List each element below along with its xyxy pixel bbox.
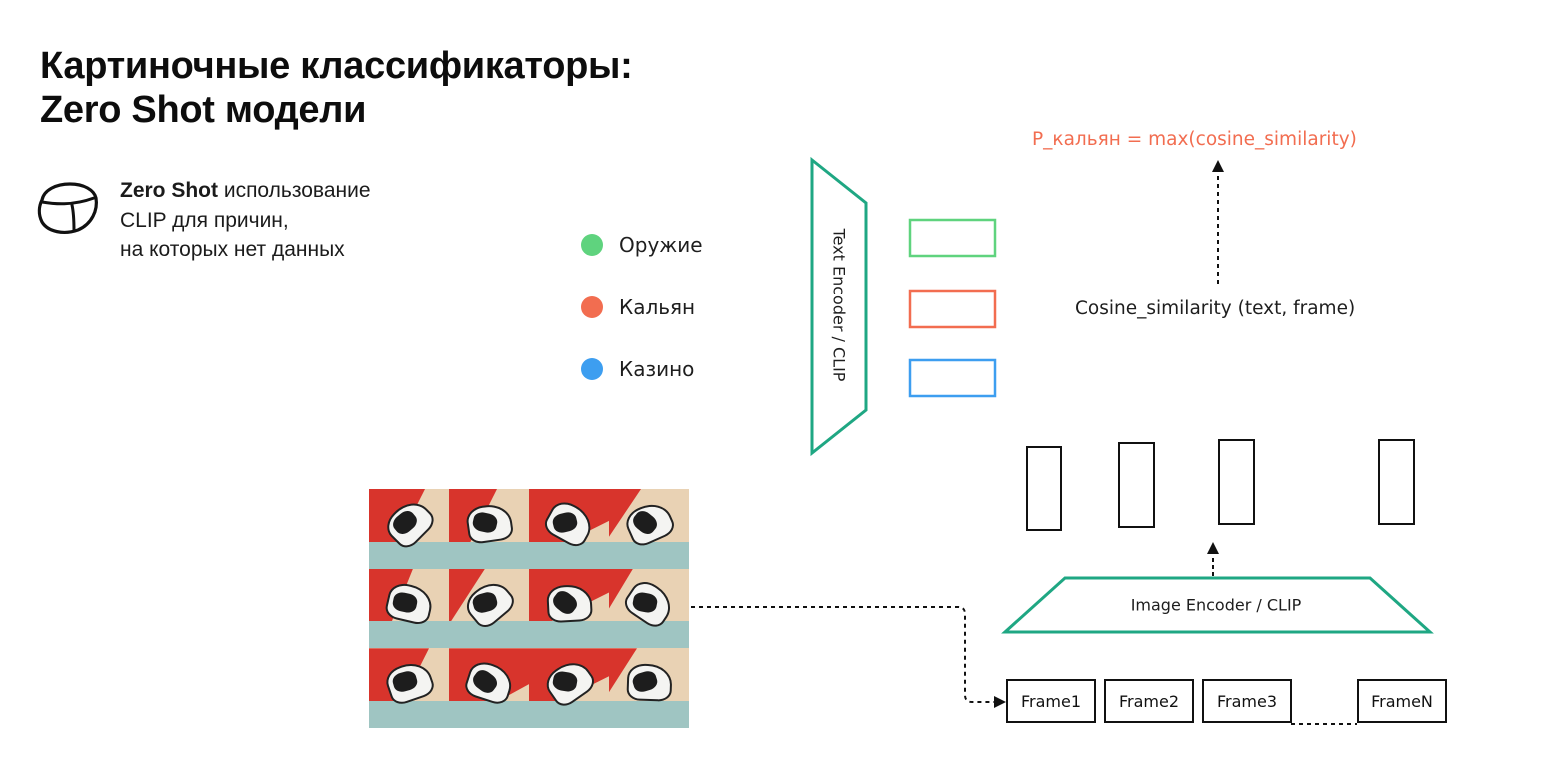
frame-box-2: Frame2 bbox=[1104, 679, 1194, 723]
description-line-3: на которых нет данных bbox=[120, 238, 345, 261]
video-frame-tile bbox=[529, 489, 609, 569]
image-encoder-shape bbox=[1001, 576, 1434, 634]
formula-text: P_кальян = max(cosine_similarity) bbox=[1032, 129, 1357, 150]
text-encoder-shape bbox=[810, 156, 868, 457]
text-embedding-hookah bbox=[908, 289, 997, 329]
description-bold: Zero Shot bbox=[120, 179, 218, 202]
cosine-similarity-label: Cosine_similarity (text, frame) bbox=[1075, 298, 1356, 319]
video-frame-tile bbox=[529, 568, 609, 649]
video-frames-grid bbox=[369, 489, 689, 728]
image-embedding-1 bbox=[1026, 446, 1062, 531]
text-embedding-casino bbox=[908, 358, 997, 398]
video-frame-tile bbox=[369, 648, 449, 728]
arrow-grid-to-frames bbox=[691, 606, 996, 703]
slide-title-line-2: Zero Shot модели bbox=[40, 89, 367, 131]
image-encoder-label-text: Image Encoder / CLIP bbox=[1130, 595, 1302, 615]
video-frame-tile bbox=[449, 648, 529, 728]
description: Zero Shot использование CLIP для причин,… bbox=[120, 176, 371, 265]
legend-label: Кальян bbox=[619, 295, 696, 319]
video-frame-tile bbox=[369, 489, 449, 569]
text-encoder-label-text: Text Encoder / CLIP bbox=[829, 228, 849, 382]
frame-box-1: Frame1 bbox=[1006, 679, 1096, 723]
frame-box-3: Frame3 bbox=[1202, 679, 1292, 723]
hand-drawn-cube-icon bbox=[37, 182, 98, 234]
frame-box-n: FrameN bbox=[1357, 679, 1447, 723]
legend-item-hookah: Кальян bbox=[581, 294, 695, 320]
video-frame-tile bbox=[609, 568, 689, 649]
arrow-head-up-icon bbox=[1207, 542, 1219, 554]
description-line-2: CLIP для причин, bbox=[120, 208, 289, 232]
slide-title-line-1: Картиночные классификаторы: bbox=[40, 45, 633, 87]
green-dot-icon bbox=[581, 234, 603, 256]
orange-dot-icon bbox=[581, 296, 603, 318]
arrow-head-right-icon bbox=[994, 696, 1006, 708]
slide-title: Картиночные классификаторы: Zero Shot мо… bbox=[40, 44, 633, 132]
video-frame-tile bbox=[449, 489, 529, 569]
blue-dot-icon bbox=[581, 358, 603, 380]
image-embedding-2 bbox=[1118, 442, 1155, 528]
text-embedding-weapons bbox=[908, 218, 997, 258]
legend-label: Казино bbox=[619, 357, 695, 381]
arrow-head-up-icon bbox=[1212, 160, 1224, 172]
description-line-1: Zero Shot использование bbox=[120, 176, 371, 206]
legend-label: Оружие bbox=[619, 233, 703, 257]
video-frame-tile bbox=[369, 568, 449, 649]
image-embedding-n bbox=[1378, 439, 1415, 525]
video-frame-tile bbox=[609, 648, 689, 728]
description-line-1-rest: использование bbox=[218, 179, 371, 202]
legend-item-casino: Казино bbox=[581, 356, 694, 382]
video-frame-tile bbox=[529, 648, 609, 728]
video-frame-tile bbox=[609, 489, 689, 569]
image-embedding-3 bbox=[1218, 439, 1255, 525]
legend-item-weapons: Оружие bbox=[581, 232, 703, 258]
video-frame-tile bbox=[449, 568, 529, 649]
